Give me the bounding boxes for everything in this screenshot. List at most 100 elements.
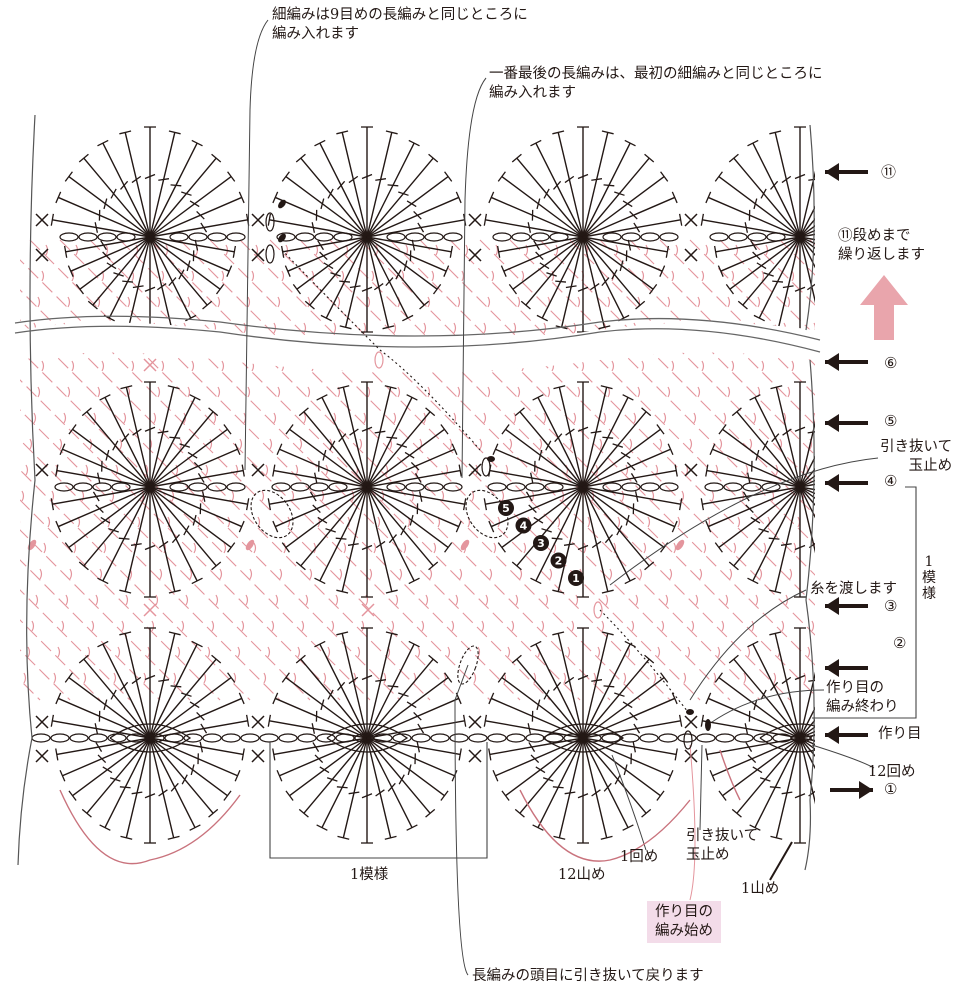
pink-dc-row (239, 239, 336, 336)
dc-stitch (149, 157, 217, 238)
dc-stitch (775, 387, 801, 488)
dc-crossbar (102, 766, 113, 774)
dc-top (532, 394, 544, 401)
pink-dc-row (329, 352, 701, 701)
chain-stitch (92, 482, 112, 492)
step-circle (568, 570, 584, 586)
arrow-row-11-head (825, 163, 839, 181)
pink-stitch-mark (607, 386, 611, 398)
pink-stitch-mark (665, 594, 669, 606)
pink-dc-row (719, 352, 815, 701)
dc-stitch (582, 486, 650, 567)
pink-stitch-mark (457, 386, 461, 398)
base-loop (326, 723, 409, 753)
pink-stitch-mark (451, 620, 455, 632)
pink-stitch-mark (809, 438, 813, 450)
dc-crossbar (591, 540, 602, 549)
dc-stitch (754, 397, 801, 488)
dc-crossbar (614, 774, 621, 785)
dc-stitch (342, 387, 368, 488)
dotted-carry-upper (281, 249, 481, 451)
dc-crossbar (821, 783, 828, 791)
dc-crossbar (361, 674, 373, 681)
chain-stitch (506, 482, 526, 492)
pink-dc-row (749, 239, 815, 336)
dc-top (223, 424, 232, 435)
pink-dc-row (569, 352, 815, 701)
pink-dc-row (840, 330, 975, 700)
sc-note: 細編みは9目めの長編みと同じところに 編み入れます (272, 6, 528, 44)
pink-stitch-mark (477, 646, 481, 658)
pink-stitch-mark (295, 464, 299, 476)
dc-crossbar (406, 200, 417, 208)
pink-stitch-mark (143, 672, 147, 684)
dc-stitch (582, 142, 631, 238)
dc-stitch (560, 236, 584, 328)
fasten-right-line1: 引き抜いて (880, 439, 953, 455)
fastoff-dot (705, 719, 711, 731)
dc-crossbar (533, 240, 541, 251)
pink-stitch-mark (433, 542, 437, 554)
pink-stitch-mark (177, 646, 181, 658)
step-circle (550, 552, 567, 569)
pink-dc-row (449, 239, 546, 336)
dc-crossbar (625, 514, 630, 526)
dc-stitch (558, 737, 584, 838)
dc-stitch (736, 411, 801, 488)
arrow-row-5-head (825, 414, 839, 432)
dc-stitch (712, 448, 801, 488)
dc-stitch (582, 677, 665, 739)
pink-stitch-mark (616, 335, 618, 345)
dc-crossbar (374, 430, 386, 434)
dc-top (714, 672, 723, 683)
pink-stitch-mark (521, 360, 525, 372)
dc-top (714, 171, 723, 182)
dc-stitch (718, 486, 801, 548)
dc-top (770, 835, 783, 840)
dc-stitch (366, 486, 449, 548)
dc-crossbar (201, 491, 206, 502)
dc-crossbar (158, 178, 170, 181)
pink-stitch-mark (483, 412, 487, 424)
pink-stitch-mark (449, 438, 453, 450)
pink-stitch-mark (33, 322, 37, 334)
chain-start-line2: 編み始め (655, 923, 713, 939)
pink-stitch-mark (235, 464, 239, 476)
dc-stitch (557, 633, 584, 739)
dc-crossbar (106, 262, 117, 270)
pink-stitch-mark (4, 413, 6, 423)
pink-stitch-mark (273, 412, 277, 424)
repeat-note: ⑪段めまで 繰り返します (838, 227, 925, 265)
dc-stitch (582, 157, 650, 238)
dc-crossbar (121, 433, 130, 443)
pink-stitch-mark (822, 271, 824, 281)
dc-crossbar (396, 443, 408, 448)
sc-stitch (684, 715, 698, 729)
pink-stitch-mark (539, 438, 543, 450)
dc-crossbar (552, 786, 564, 789)
pink-stitch-mark (667, 386, 671, 398)
dc-crossbar (97, 754, 107, 764)
pink-stitch-mark (787, 296, 791, 308)
dc-stitch (149, 236, 173, 328)
pink-stitch-mark (115, 464, 119, 476)
pink-stitch-mark (185, 594, 189, 606)
pink-stitch-mark (37, 296, 41, 308)
chain-stitch (601, 733, 621, 743)
dc-crossbar (822, 535, 829, 543)
dc-top (440, 790, 449, 801)
pink-stitch-mark (517, 386, 521, 398)
dc-top (552, 130, 565, 135)
dc-top (337, 385, 350, 390)
pink-stitch-mark (43, 542, 47, 554)
pink-dc-row (479, 239, 576, 336)
pink-stitch-mark (587, 516, 591, 528)
fasten-off-right-note: 引き抜いて 玉止め (880, 438, 952, 476)
pink-stitch-mark (613, 542, 617, 554)
pink-stitch-mark (267, 646, 271, 658)
pink-stitch-mark (211, 620, 215, 632)
pink-stitch-mark (918, 517, 920, 527)
pink-stitch-mark (479, 438, 483, 450)
dc-stitch (582, 176, 665, 238)
pink-stitch-mark (870, 439, 872, 449)
